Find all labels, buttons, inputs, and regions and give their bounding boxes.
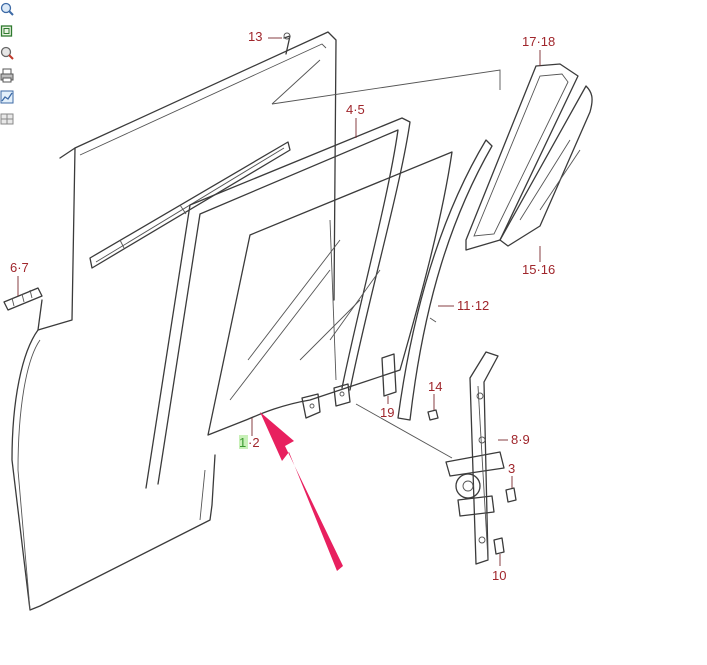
window-regulator: [445, 351, 505, 565]
callout-1: 1: [239, 435, 246, 450]
bolt-3: [505, 487, 517, 503]
quarter-window-frame: [465, 63, 579, 251]
glass-run-channel: [145, 117, 411, 489]
callout-19: 19: [380, 405, 394, 420]
weatherstrip-clip: [3, 287, 43, 311]
grid-icon[interactable]: [0, 110, 14, 128]
zoom-in-icon[interactable]: [0, 0, 14, 18]
connection-lines: [271, 59, 501, 459]
callout-4-5: 4·5: [346, 102, 365, 117]
print-icon[interactable]: [0, 66, 14, 84]
quarter-glass: [499, 85, 593, 247]
center-sash-channel: [397, 139, 493, 421]
callout-3: 3: [508, 461, 515, 476]
callout-2: ·2: [248, 435, 260, 450]
door-glass: [207, 151, 453, 436]
zoom-out-icon[interactable]: [0, 44, 14, 62]
fit-window-icon[interactable]: [0, 22, 14, 40]
chart-icon[interactable]: [0, 88, 14, 106]
callout-6-7: 6·7: [10, 260, 29, 275]
highlight-1: [239, 435, 248, 449]
callout-8-9: 8·9: [511, 432, 530, 447]
nut-10: [493, 537, 505, 555]
glass-brackets: [301, 383, 351, 419]
callout-10: 10: [492, 568, 506, 583]
callout-15-16: 15·16: [522, 262, 555, 277]
callout-17-18: 17·18: [522, 34, 555, 49]
callout-14: 14: [428, 379, 442, 394]
clip-19: [381, 353, 397, 397]
door-panel-outline: [11, 31, 337, 611]
leader-lines: [17, 37, 541, 566]
callout-13: 13: [248, 29, 262, 44]
bolt-14: [427, 409, 439, 421]
viewer-toolbar: [0, 0, 14, 150]
callout-11-12: 11·12: [457, 298, 489, 313]
pointer-arrow: [260, 412, 343, 571]
bolt-13: [283, 32, 291, 55]
